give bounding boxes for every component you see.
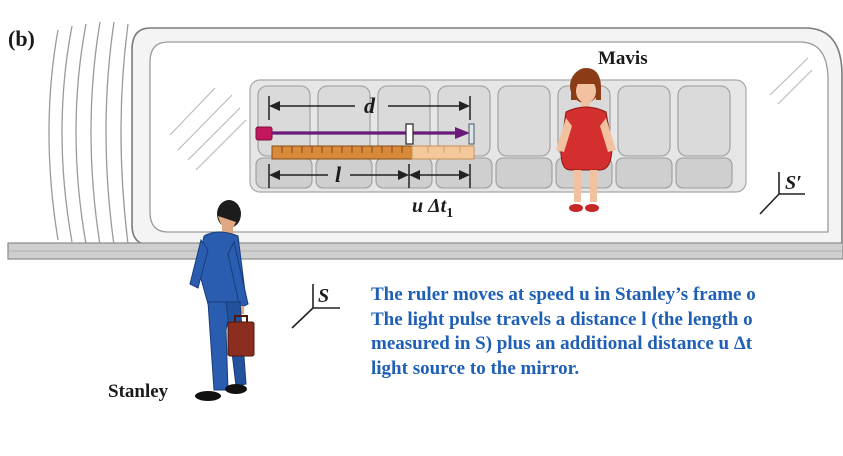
frame-axes-icon xyxy=(292,284,340,328)
ruler xyxy=(272,146,474,159)
mavis-label: Mavis xyxy=(598,48,648,70)
stanley-label: Stanley xyxy=(108,381,168,403)
pulse-marker xyxy=(406,124,413,144)
mirror-icon xyxy=(469,124,474,144)
panel-label: (b) xyxy=(8,26,35,52)
light-source-icon xyxy=(256,127,272,140)
caption-line: The ruler moves at speed u in Stanley’s … xyxy=(371,283,843,308)
caption: The ruler moves at speed u in Stanley’s … xyxy=(371,283,843,381)
label-l: l xyxy=(335,162,342,187)
briefcase-icon xyxy=(228,316,254,356)
caption-line: measured in S) plus an additional distan… xyxy=(371,332,843,357)
label-frame-s-prime: S′ xyxy=(785,172,802,194)
caption-line: The light pulse travels a distance l (th… xyxy=(371,308,843,333)
label-d: d xyxy=(364,93,376,118)
motion-lines xyxy=(49,22,128,245)
label-frame-s: S xyxy=(318,285,329,307)
caption-line: light source to the mirror. xyxy=(371,357,843,382)
